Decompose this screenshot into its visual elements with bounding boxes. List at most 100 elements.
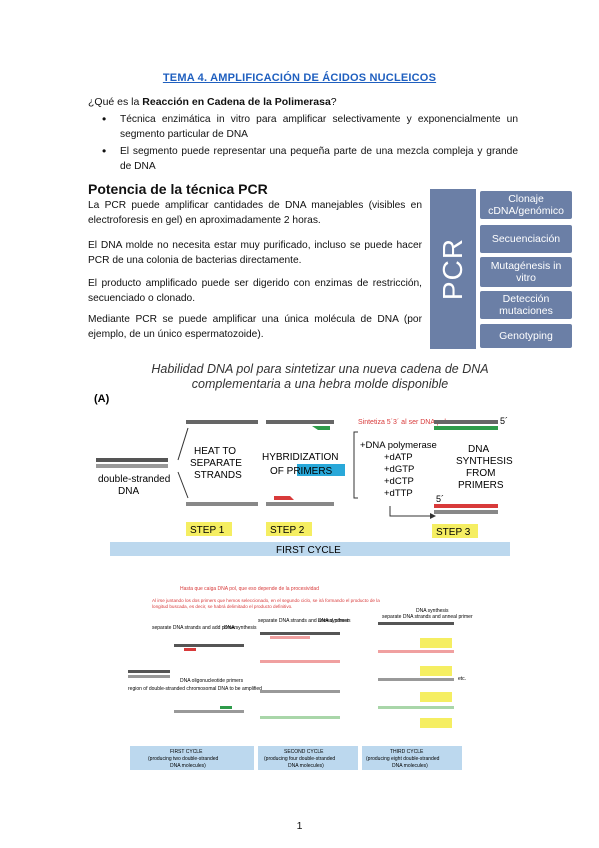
cycle1-desc2: DNA molecules)	[170, 763, 206, 769]
step3-badge	[432, 524, 478, 538]
c3-highlight	[420, 638, 452, 648]
paragraph-3: El producto amplificado puede ser digeri…	[88, 278, 422, 304]
c2-strand-4	[260, 716, 340, 719]
pcr-item-clonaje: Clonaje cDNA/genómico	[480, 191, 572, 219]
c3-highlight	[420, 666, 452, 676]
c2-strands	[260, 632, 340, 719]
step2-badge	[266, 522, 312, 536]
synth-label-2: SYNTHESIS	[456, 456, 513, 467]
label-oligo: DNA oligonucleotide primers	[180, 678, 244, 684]
ds-dna-label-1: double-stranded	[98, 474, 170, 485]
cycle2-title: SECOND CYCLE	[284, 749, 324, 755]
primers-highlight	[297, 464, 345, 476]
step3-new-strand-top	[434, 426, 498, 430]
label-separate-2: separate DNA strands and anneal primer	[258, 618, 349, 624]
label-synthesis-3: DNA synthesis	[416, 608, 449, 614]
paragraph-1: La PCR puede amplificar cantidades de DN…	[88, 200, 422, 226]
label-synthesis-1: DNA synthesis	[224, 625, 257, 631]
cycle3-desc1: (producing eight double-stranded	[366, 756, 440, 762]
cycle3-desc2: DNA molecules)	[392, 763, 428, 769]
step1-badge	[186, 522, 232, 536]
step1-strand-top	[186, 420, 258, 424]
c3-highlight	[420, 718, 452, 728]
figure-a-diagram: (A) Sintetiza 5´3´ al ser DNA pol double…	[94, 393, 513, 556]
step1-strand-bottom	[186, 502, 258, 506]
figure-b-note2a: Al irse juntando los dos primers que hem…	[152, 598, 380, 603]
bullet-list: Técnica enzimática in vitro para amplifi…	[88, 112, 518, 176]
c3-strand	[378, 706, 454, 709]
pcr-item-deteccion: Detección mutaciones	[480, 291, 572, 319]
figure-a-title: Habilidad DNA pol para sintetizar una nu…	[110, 362, 530, 392]
c2-new-1	[270, 636, 310, 639]
synth-label-4: PRIMERS	[458, 480, 504, 491]
paragraph-2: El DNA molde no necesita estar muy purif…	[88, 240, 422, 266]
heat-label-1: HEAT TO	[194, 446, 236, 457]
label-separate-3: separate DNA strands and anneal primer	[382, 614, 473, 620]
c3-highlight	[420, 692, 452, 702]
label-region: region of double-stranded chromosomal DN…	[128, 686, 262, 692]
pcr-item-secuenciacion: Secuenciación	[480, 225, 572, 253]
step1-label: STEP 1	[190, 525, 225, 536]
c1-primer-1	[184, 648, 196, 651]
page-title: TEMA 4. AMPLIFICACIÓN DE ÁCIDOS NUCLEICO…	[162, 72, 437, 84]
step3-strand-bottom	[434, 510, 498, 514]
question-bold: Reacción en Cadena de la Polimerasa	[142, 96, 331, 108]
bullet-item: Técnica enzimática in vitro para amplifi…	[88, 112, 518, 142]
pcr-label: PCR	[437, 237, 468, 301]
label-etc: etc.	[458, 676, 466, 682]
question-prefix: ¿Qué es la	[88, 96, 143, 108]
reagent-2: +dATP	[384, 452, 413, 463]
c3-strand	[378, 622, 454, 625]
arrow-to-step3	[389, 506, 430, 517]
init-dna-bottom	[128, 675, 170, 678]
bullet-item: El segmento puede representar una pequeñ…	[88, 144, 518, 174]
figure-b-note1: Hasta que caiga DNA pol, que eso depende…	[180, 586, 319, 592]
synth-label-1: DNA	[468, 444, 489, 455]
c1-primer-2	[220, 706, 232, 709]
first-cycle-bar	[110, 542, 510, 556]
primer-green-icon	[312, 426, 330, 430]
label-separate-1: separate DNA strands and add primer	[152, 625, 236, 631]
figure-b-diagram: Hasta que caiga DNA pol, que eso depende…	[128, 586, 473, 770]
figure-a-title-line2: complementaria a una hebra molde disponi…	[191, 377, 449, 391]
synth-label-3: FROM	[466, 468, 495, 479]
c3-strand	[378, 650, 454, 653]
question-suffix: ?	[330, 96, 337, 108]
figure-a-note: Sintetiza 5´3´ al ser DNA pol	[358, 419, 446, 426]
ds-dna-strand-top	[96, 458, 168, 462]
c2-strand-1	[260, 632, 340, 635]
arrow-up	[177, 427, 189, 461]
c2-strand-3	[260, 690, 340, 693]
reagent-4: +dCTP	[384, 476, 414, 487]
step3-new-strand-bottom	[434, 504, 498, 508]
primer-red-icon	[274, 496, 294, 500]
heat-label-3: STRANDS	[194, 470, 242, 481]
arrow-head-icon	[430, 513, 436, 519]
heat-label-2: SEPARATE	[190, 458, 242, 469]
reagent-3: +dGTP	[384, 464, 414, 475]
ds-dna-strand-bottom	[96, 464, 168, 468]
cycle1-desc1: (producing two double-stranded	[148, 756, 219, 762]
c1-strand-2	[174, 710, 244, 713]
cycle3-title: THIRD CYCLE	[390, 749, 424, 755]
init-dna-top	[128, 670, 170, 673]
cycle2-desc2: DNA molecules)	[288, 763, 324, 769]
bracket	[353, 431, 358, 499]
cycle3-box	[362, 746, 462, 770]
five-prime-bottom: 5´	[436, 494, 444, 504]
figure-a-panel-label: (A)	[94, 393, 110, 405]
step3-strand-top	[434, 420, 498, 424]
step2-label: STEP 2	[270, 525, 305, 536]
cycle2-box	[258, 746, 358, 770]
cycle1-box	[130, 746, 254, 770]
reagent-1: +DNA polymerase	[360, 440, 437, 451]
arrow-down	[177, 471, 189, 499]
step3-label: STEP 3	[436, 527, 471, 538]
c3-strand	[378, 678, 454, 681]
label-synthesis-2: DNA synthesis	[318, 618, 351, 624]
page-number: 1	[296, 820, 303, 832]
five-prime-top: 5´	[500, 416, 508, 426]
step2-strand-top	[266, 420, 334, 424]
pcr-label-box: PCR	[430, 189, 476, 349]
section-title: Potencia de la técnica PCR	[88, 181, 268, 197]
